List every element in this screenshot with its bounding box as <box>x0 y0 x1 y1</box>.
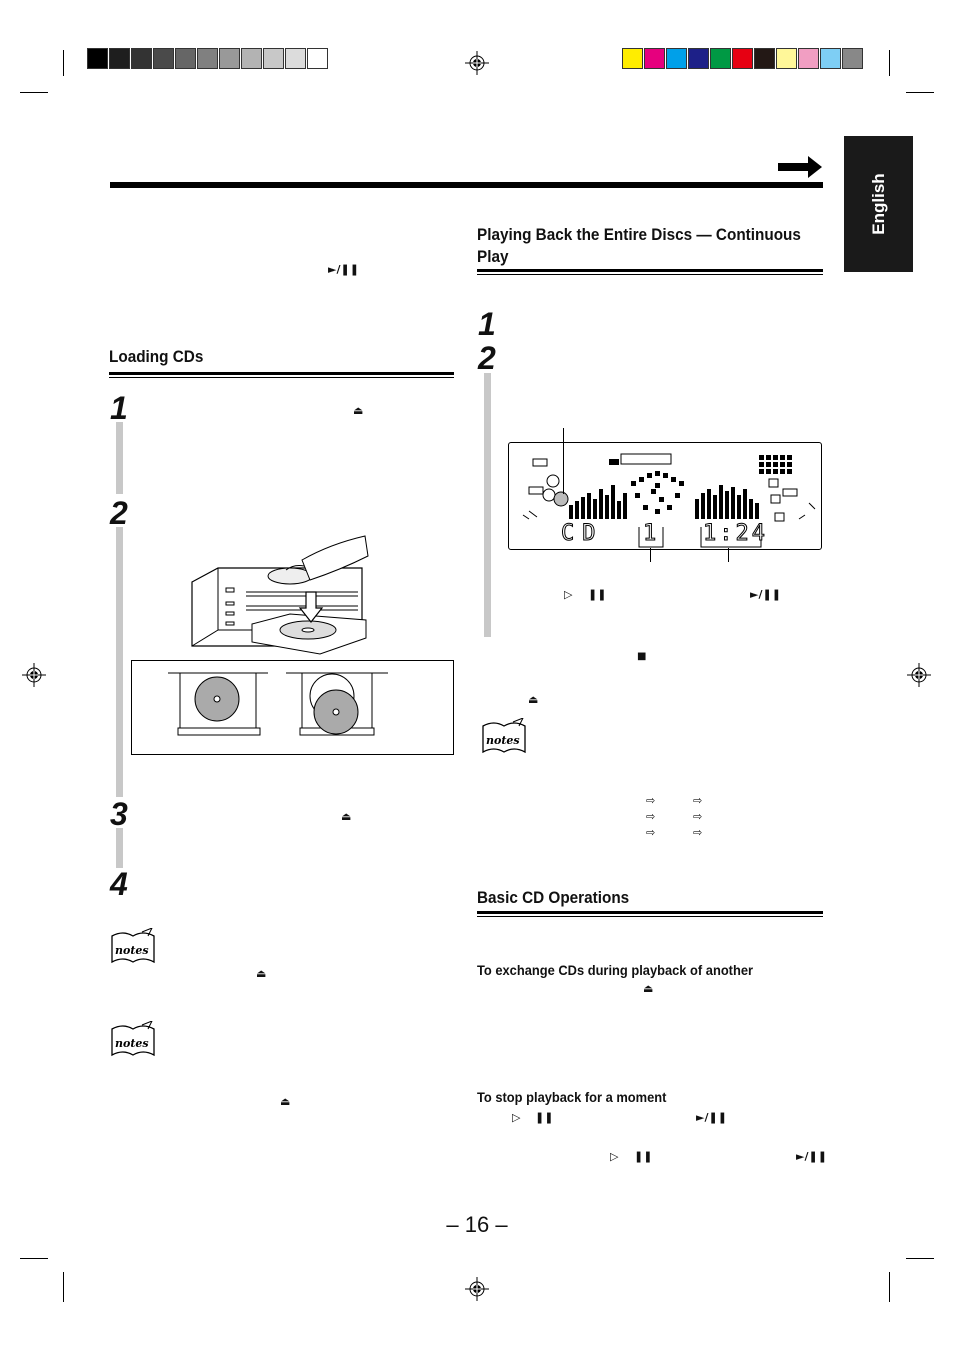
crop-mark <box>889 50 890 76</box>
section-title-continuous-line2: Play <box>477 247 509 266</box>
registration-mark <box>907 663 931 687</box>
eject-icon: ⏏ <box>353 404 364 417</box>
play-pause-icon: ►/❚❚ <box>750 588 781 601</box>
crop-mark <box>20 92 48 93</box>
notes-icon: notes <box>111 928 155 964</box>
play-icon: ▷ <box>564 588 573 601</box>
section-rule <box>477 911 823 914</box>
registration-mark <box>22 663 46 687</box>
section-rule <box>109 372 454 375</box>
section-title-loading: Loading CDs <box>109 347 204 366</box>
registration-mark <box>465 51 489 75</box>
callout-line <box>563 428 564 494</box>
step-number: 2 <box>110 495 128 531</box>
pause-icon: ❚❚ <box>634 1150 653 1163</box>
step-bar <box>116 527 123 797</box>
step-bar <box>116 422 123 494</box>
subhead-pause: To stop playback for a moment <box>477 1089 667 1105</box>
display-disc-number: 1 <box>642 521 657 547</box>
crop-mark <box>63 1272 64 1302</box>
play-pause-icon: ►/❚❚ <box>796 1150 827 1163</box>
crop-mark <box>889 1272 890 1302</box>
step-number: 2 <box>478 340 496 376</box>
eject-icon: ⏏ <box>528 693 539 706</box>
svg-text:notes: notes <box>115 1037 149 1050</box>
arrow-icon: ⇨ <box>693 794 703 807</box>
svg-text:notes: notes <box>486 734 520 747</box>
eject-icon: ⏏ <box>256 967 267 980</box>
callout-line <box>728 548 729 562</box>
step-bar <box>116 828 123 868</box>
arrow-icon: ⇨ <box>693 826 703 839</box>
disc-placement-incorrect <box>286 672 388 736</box>
crop-mark <box>906 1258 934 1259</box>
arrow-icon: ⇨ <box>693 810 703 823</box>
crop-mark <box>20 1258 48 1259</box>
eject-icon: ⏏ <box>341 810 352 823</box>
arrow-icon: ⇨ <box>646 794 656 807</box>
callout-line <box>650 548 651 562</box>
display-time: 1:24 <box>703 521 768 547</box>
step-bar <box>484 373 491 637</box>
language-tab: English <box>844 136 913 272</box>
subhead-exchange: To exchange CDs during playback of anoth… <box>477 962 754 978</box>
crop-mark <box>63 50 64 76</box>
language-tab-label: English <box>868 173 888 235</box>
arrow-icon: ⇨ <box>646 826 656 839</box>
stop-icon: ■ <box>637 651 647 662</box>
section-title-basic: Basic CD Operations <box>477 888 630 907</box>
step-number: 1 <box>478 306 496 342</box>
play-icon: ▷ <box>610 1150 619 1163</box>
crop-mark <box>906 92 934 93</box>
step-number: 1 <box>110 390 128 426</box>
header-rule <box>110 182 823 188</box>
play-pause-icon: ►/❚❚ <box>696 1111 727 1124</box>
section-title-continuous-line1: Playing Back the Entire Discs — Continuo… <box>477 225 801 244</box>
pause-icon: ❚❚ <box>535 1111 554 1124</box>
section-rule <box>109 377 454 378</box>
eject-icon: ⏏ <box>280 1095 291 1108</box>
eject-icon: ⏏ <box>643 982 654 995</box>
step-number: 3 <box>110 796 128 832</box>
section-rule <box>477 269 823 272</box>
pause-icon: ❚❚ <box>588 588 607 601</box>
lcd-display: CD 1 1:24 <box>508 442 822 550</box>
svg-text:notes: notes <box>115 944 149 957</box>
continue-arrow-icon <box>778 156 822 178</box>
registration-mark <box>465 1277 489 1301</box>
notes-icon: notes <box>111 1021 155 1057</box>
disc-placement-box <box>131 660 454 755</box>
play-icon: ▷ <box>512 1111 521 1124</box>
disc-placement-correct <box>168 672 268 736</box>
arrow-icon: ⇨ <box>646 810 656 823</box>
display-spectrum <box>522 453 816 548</box>
cd-loading-illustration <box>191 535 369 655</box>
play-pause-icon: ►/❚❚ <box>328 263 359 276</box>
section-rule <box>477 274 823 275</box>
page-number: – 16 – <box>446 1212 508 1237</box>
display-source: CD <box>561 521 604 547</box>
step-number: 4 <box>110 866 128 902</box>
section-rule <box>477 916 823 917</box>
notes-icon: notes <box>482 718 526 754</box>
